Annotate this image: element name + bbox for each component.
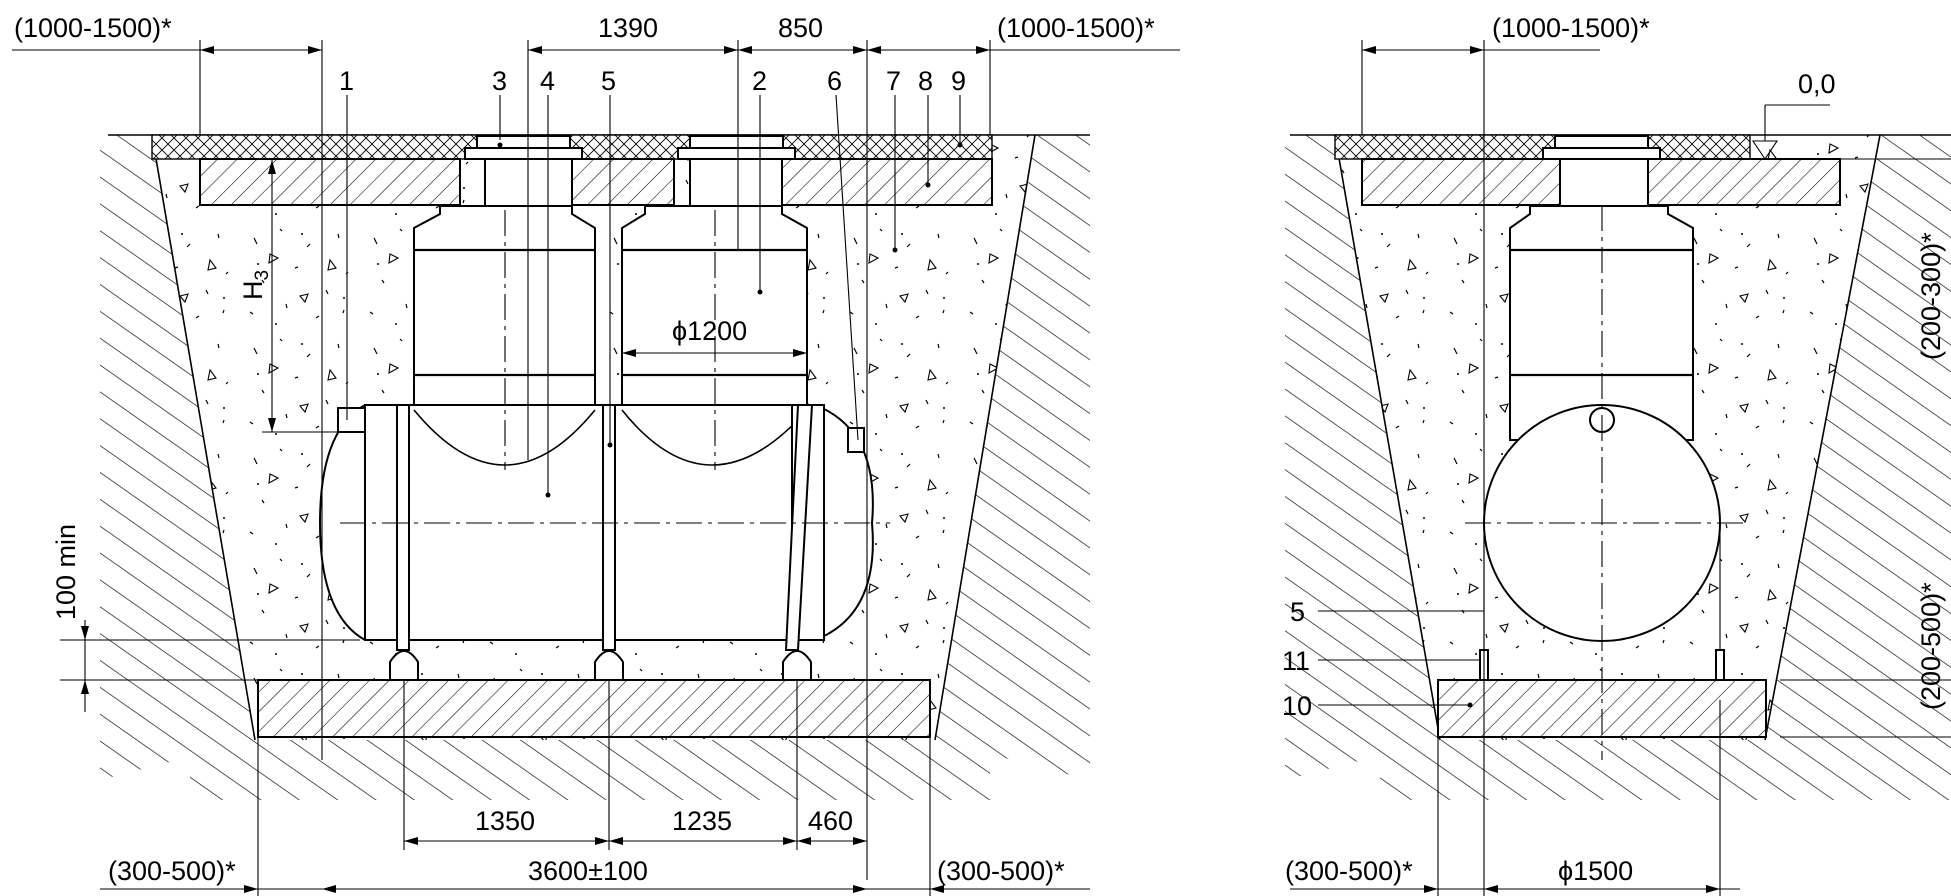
left-dims-bottom [100,680,1090,896]
left-slab-b [571,158,675,206]
left-soil-right [935,135,1090,780]
dim-right-base: (300-500)* [937,856,1065,886]
callout-8: 8 [918,66,933,96]
callout-7: 7 [886,66,901,96]
callout-2: 2 [752,66,767,96]
dim-total-length: 3600±100 [528,856,648,886]
left-base-slab [257,679,931,738]
right-slab-a [1361,158,1561,206]
left-soil-left [100,135,255,780]
h3-label: H3 [238,270,273,300]
left-dims-top [12,40,1180,880]
dim-left-base: (300-500)* [108,856,236,886]
side-dim-upper: (200-300)* [1916,232,1946,360]
diameter-1200: ϕ1200 [672,316,747,346]
left-manhole-2 [677,135,796,218]
right-manhole [1542,135,1661,218]
callout-3: 3 [492,66,507,96]
dim-right-excavation: (1000-1500)* [997,13,1155,43]
level-mark: 0,0 [1798,69,1836,99]
svg-text:(200-300)*: (200-300)* [1916,232,1946,360]
left-strap-1 [389,404,419,681]
svg-text:100 min: 100 min [51,524,81,620]
callout-9: 9 [951,66,966,96]
callout-5: 5 [601,66,616,96]
side-dim-lower: (200-500)* [1916,582,1946,710]
dim-1350: 1350 [475,806,535,836]
right-soil-right [1765,135,1951,780]
dim-850: 850 [778,13,823,43]
right-soil-left [1285,135,1440,780]
callout-4: 4 [540,66,555,96]
right-slab-b [1647,158,1841,206]
callout-6: 6 [827,66,842,96]
right-callout-10: 10 [1282,691,1312,721]
left-strap-3 [782,404,814,681]
dim-left-excavation: (1000-1500)* [14,13,172,43]
right-callout-5: 5 [1290,597,1305,627]
longitudinal-section: (1000-1500)* 1390 850 (1000-1500)* 1 3 4… [12,13,1180,896]
min-100-label: 100 min [51,524,81,620]
left-strap-2 [594,404,624,681]
left-slab-c [781,158,993,206]
left-soil-bottom [190,736,990,800]
right-callout-11: 11 [1282,646,1310,676]
dim-1390: 1390 [598,13,658,43]
left-slab-a [199,158,461,206]
diameter-1500: ϕ1500 [1558,856,1633,886]
cross-section: (1000-1500)* 0,0 (200-300)* (200-500)* 5… [1282,13,1951,896]
left-leaders [346,94,963,498]
right-base-dim: (300-500)* [1285,856,1413,886]
right-dim-top: (1000-1500)* [1492,13,1650,43]
right-soil-bottom [1380,736,1951,800]
callout-1: 1 [339,66,354,96]
svg-text:H3: H3 [238,270,273,300]
dim-1235: 1235 [672,806,732,836]
dim-460: 460 [808,806,853,836]
svg-text:(200-500)*: (200-500)* [1916,582,1946,710]
